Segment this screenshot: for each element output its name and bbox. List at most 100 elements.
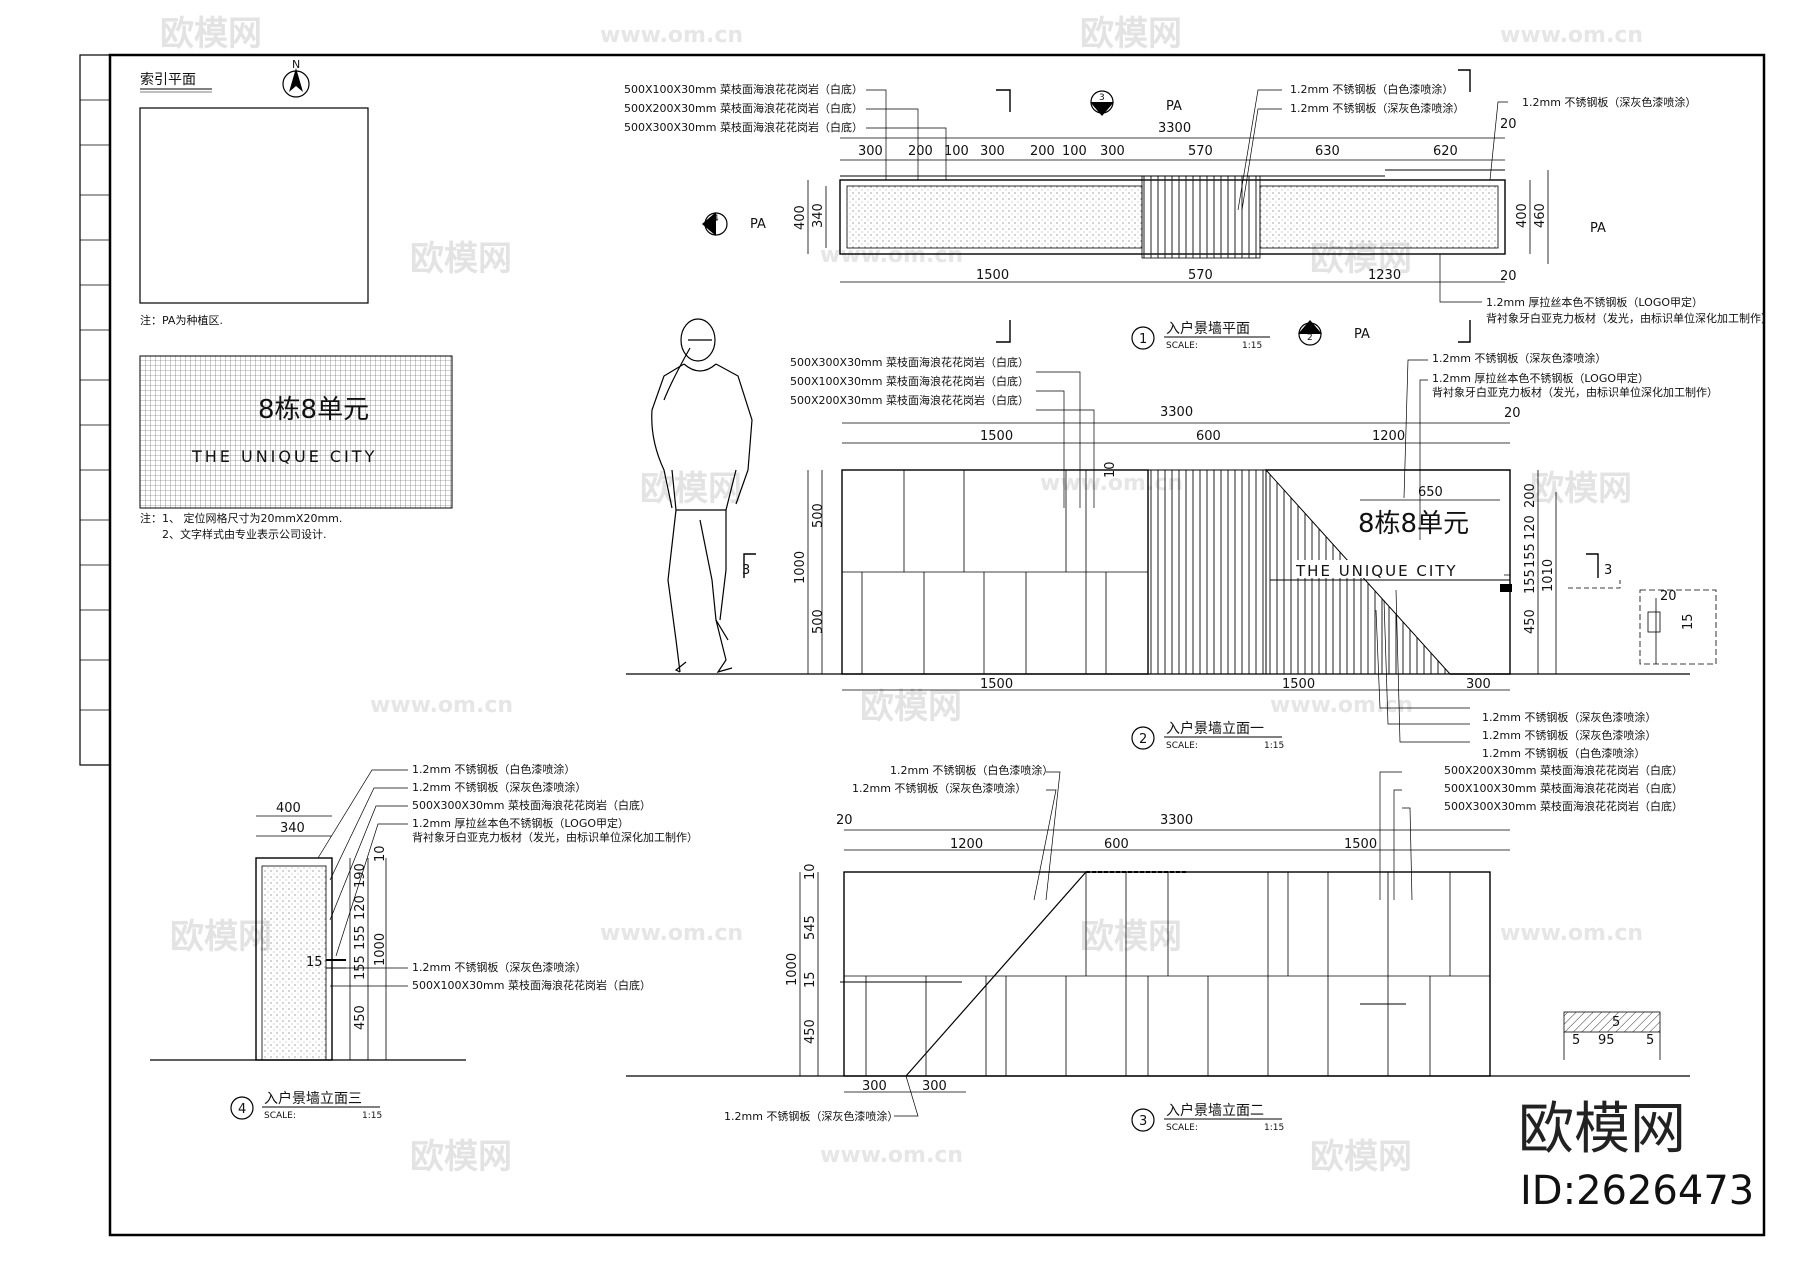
plan-label-2: 500X300X30mm 菜枝面海浪花花岗岩（白底） xyxy=(624,120,863,134)
plan-label-3: 1.2mm 不锈钢板（白色漆喷涂） xyxy=(1290,82,1453,96)
watermark-brand: 欧模网 xyxy=(170,917,272,957)
plan-title: 入户景墙平面 xyxy=(1166,320,1250,337)
section-marker-icon: 2 xyxy=(1298,320,1322,346)
elev1-dim-r2: 155 xyxy=(1523,543,1538,568)
elev1-scale: 1:15 xyxy=(1264,741,1284,751)
elev1-label-r2: 背衬象牙白亚克力板材（发光，由标识单位深化加工制作） xyxy=(1432,385,1718,399)
elev2-label-r2: 500X300X30mm 菜枝面海浪花花岗岩（白底） xyxy=(1444,799,1683,813)
elev3-scale-label: SCALE: xyxy=(264,1111,296,1121)
plan-dim-0: 300 xyxy=(858,144,883,159)
plan-dim-5: 100 xyxy=(1062,144,1087,159)
elev1-label-b0: 1.2mm 不锈钢板（深灰色漆喷涂） xyxy=(1482,710,1656,724)
plan-dim-b1: 570 xyxy=(1188,268,1213,283)
elev2-dim-l4: 1000 xyxy=(785,953,800,986)
plan-title-num: 1 xyxy=(1139,332,1147,347)
elev2-dim-l0: 10 xyxy=(803,863,818,880)
elev1-dim-r3: 155 xyxy=(1523,569,1538,594)
elev3-label-0: 1.2mm 不锈钢板（白色漆喷涂） xyxy=(412,762,575,776)
elev3-label-1: 1.2mm 不锈钢板（深灰色漆喷涂） xyxy=(412,780,586,794)
plan-dim-right-460: 460 xyxy=(1533,203,1548,228)
elev1-dim-b1: 1500 xyxy=(1282,677,1315,692)
elev1-dim-total: 3300 xyxy=(1160,405,1193,420)
plan-title-block: 1 入户景墙平面 SCALE: 1:15 xyxy=(1131,320,1270,351)
plan-view: 3300 300 200 100 300 200 100 300 570 630… xyxy=(624,69,1772,351)
elev2-dim-t0: 1200 xyxy=(950,837,983,852)
index-plan-note: 注：PA为种植区. xyxy=(140,313,223,327)
elev2-title: 入户景墙立面二 xyxy=(1166,1102,1264,1119)
elev3-label-4: 背衬象牙白亚克力板材（发光，由标识单位深化加工制作） xyxy=(412,830,698,844)
plan-pa-bottom: PA xyxy=(1354,327,1370,342)
elev3-dim-r5: 1000 xyxy=(373,933,388,966)
elev3-dim-r4: 155 xyxy=(353,955,368,980)
elev2-label-l1: 1.2mm 不锈钢板（深灰色漆喷涂） xyxy=(852,781,1026,795)
section-marker-num: 4 xyxy=(713,214,719,224)
plan-dim-6: 300 xyxy=(1100,144,1125,159)
elev1-sign-plate xyxy=(1355,498,1495,538)
elev3-label-6: 500X100X30mm 菜枝面海浪花花岗岩（白底） xyxy=(412,978,651,992)
index-plan: 索引平面 N 注：PA为种植区. 8栋8单元 THE UNIQUE CITY 注… xyxy=(139,58,453,541)
watermark-brand: 欧模网 xyxy=(1080,917,1182,957)
elev1-dim-l1: 1000 xyxy=(793,551,808,584)
elev1-section-right: 3 xyxy=(1604,563,1612,578)
watermark-url: www.om.cn xyxy=(1270,693,1413,718)
elev2-scale-label: SCALE: xyxy=(1166,1123,1198,1133)
plan-steel-battens xyxy=(1141,175,1261,259)
elev1-dim-r0: 200 xyxy=(1523,483,1538,508)
watermark-brand: 欧模网 xyxy=(640,469,742,509)
section-marker-icon: 3 xyxy=(1090,90,1114,116)
elev1-label-l2: 500X200X30mm 菜枝面海浪花花岗岩（白底） xyxy=(790,393,1029,407)
elev3-dim-t0: 400 xyxy=(276,801,301,816)
elev2-dim-b0: 300 xyxy=(862,1079,887,1094)
elev1-battens xyxy=(1147,469,1267,675)
elev1-dim-t2: 1200 xyxy=(1372,429,1405,444)
index-plan-frame xyxy=(139,107,369,304)
elev1-sign-sub-plate xyxy=(1294,560,1504,578)
watermark-brand: 欧模网 xyxy=(1080,14,1182,54)
elev2-detail xyxy=(1563,1011,1661,1060)
elev3-dim-r6: 450 xyxy=(353,1005,368,1030)
plan-dim-20: 20 xyxy=(1500,117,1517,132)
watermark-brand: 欧模网 xyxy=(410,1137,512,1177)
elev1-dim-t1: 600 xyxy=(1196,429,1221,444)
plan-dim-total: 3300 xyxy=(1158,121,1191,136)
watermark-brand: 欧模网 xyxy=(1310,1137,1412,1177)
elev2-dim-b1: 300 xyxy=(922,1079,947,1094)
elev3-scale: 1:15 xyxy=(362,1111,382,1121)
plan-scale-label: SCALE: xyxy=(1166,341,1198,351)
elev1-dim-l2: 500 xyxy=(811,609,826,634)
elev1-label-l0: 500X300X30mm 菜枝面海浪花花岗岩（白底） xyxy=(790,355,1029,369)
elev3-title: 入户景墙立面三 xyxy=(264,1090,362,1107)
title-strip xyxy=(79,54,111,766)
plan-stone-right xyxy=(1259,185,1499,249)
elev3-dim-15: 15 xyxy=(306,955,323,970)
plan-pa-left: PA xyxy=(750,217,766,232)
elev1-title-block: 2 入户景墙立面一 SCALE: 1:15 xyxy=(1131,720,1284,751)
elev2-dim-l3: 450 xyxy=(803,1019,818,1044)
elev1-dim-b2: 300 xyxy=(1466,677,1491,692)
north-arrow-icon: N xyxy=(282,58,310,98)
plan-label-5: 1.2mm 不锈钢板（深灰色漆喷涂） xyxy=(1522,95,1696,109)
elev1-dim-20: 20 xyxy=(1504,406,1521,421)
elev1-dim-650: 650 xyxy=(1418,485,1443,500)
elev2-dim-l1: 545 xyxy=(803,915,818,940)
elev1-dim-10: 10 xyxy=(1103,461,1118,478)
elev2-detail-5a: 5 xyxy=(1572,1033,1580,1048)
plan-dim-b2: 1230 xyxy=(1368,268,1401,283)
plan-scale: 1:15 xyxy=(1242,341,1262,351)
grid-sign-subtitle: THE UNIQUE CITY xyxy=(191,447,377,466)
plan-dim-left-400: 400 xyxy=(793,205,808,230)
plan-dim-b0: 1500 xyxy=(976,268,1009,283)
elev2-label-r0: 500X200X30mm 菜枝面海浪花花岗岩（白底） xyxy=(1444,763,1683,777)
elev1-sign-subtitle: THE UNIQUE CITY xyxy=(1295,562,1458,580)
section-marker-icon: 4 xyxy=(702,212,728,236)
plan-label-6: 1.2mm 厚拉丝本色不锈钢板（LOGO甲定） xyxy=(1486,295,1703,309)
title-strip-rows xyxy=(80,99,110,711)
sign-grid-panel xyxy=(139,355,453,509)
elev2-label-r1: 500X100X30mm 菜枝面海浪花花岗岩（白底） xyxy=(1444,781,1683,795)
watermark-brand: 欧模网 xyxy=(410,239,512,279)
watermark-url: www.om.cn xyxy=(1500,921,1643,946)
plan-dim-left-340: 340 xyxy=(811,203,826,228)
elevation-three: 400 340 10 190 120 155 155 1000 450 15 1… xyxy=(150,762,698,1121)
elev1-label-b2: 1.2mm 不锈钢板（白色漆喷涂） xyxy=(1482,746,1645,760)
